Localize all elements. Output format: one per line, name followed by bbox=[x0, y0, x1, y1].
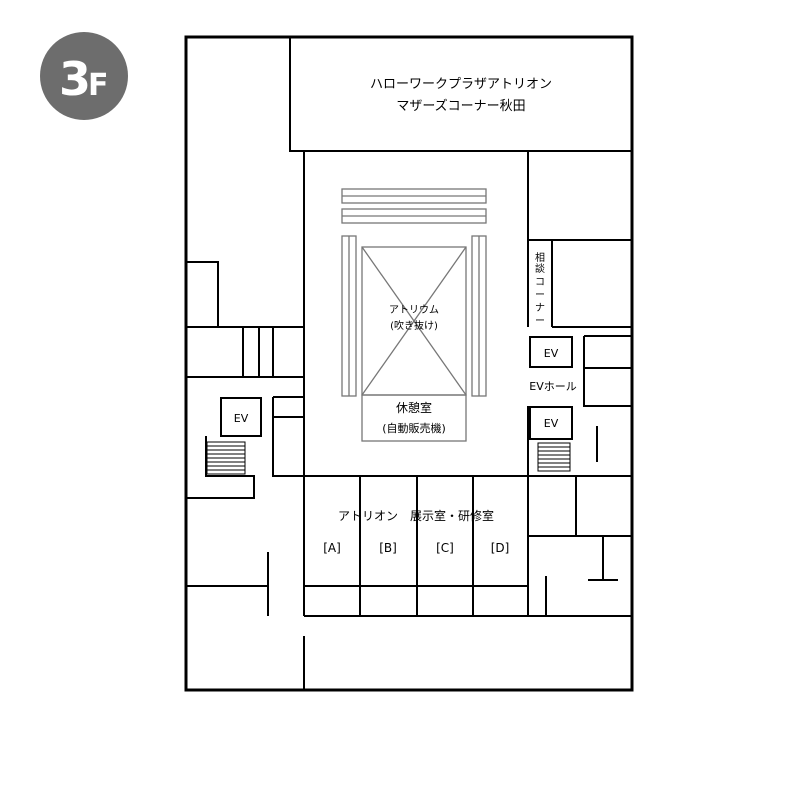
elevator-right-bottom-label: EV bbox=[544, 417, 559, 430]
lower-left-walls bbox=[186, 552, 305, 690]
escalators bbox=[341, 188, 487, 397]
atrium-label-2: (吹き抜け) bbox=[390, 319, 438, 332]
consult-char-6: ー bbox=[535, 316, 545, 327]
lounge-room bbox=[361, 394, 467, 442]
right-small-room bbox=[583, 335, 633, 407]
atrium: アトリウム (吹き抜け) bbox=[361, 246, 467, 396]
lounge: 休憩室 (自動販売機) bbox=[361, 394, 467, 442]
exhibition-rooms: アトリオン 展示室・研修室 [A] [B] [C] [D] bbox=[303, 476, 632, 617]
floor-suffix: F bbox=[88, 68, 109, 103]
right-elevator-area: EV EVホール EV bbox=[529, 336, 577, 472]
hello-work-wall bbox=[289, 37, 632, 152]
exhibition-room-b: [B] bbox=[379, 541, 397, 555]
lounge-label-2: (自動販売機) bbox=[382, 421, 446, 435]
left-stairs bbox=[206, 441, 246, 475]
left-wing-walls bbox=[186, 151, 305, 477]
lounge-label-1: 休憩室 bbox=[396, 400, 432, 415]
elevator-left-label: EV bbox=[234, 412, 249, 425]
floor-badge: 3 F bbox=[40, 32, 128, 120]
exhibition-title: アトリオン 展示室・研修室 bbox=[338, 508, 494, 523]
hello-work-label-2: マザーズコーナー秋田 bbox=[396, 98, 525, 114]
exhibition-room-c: [C] bbox=[436, 541, 454, 555]
lower-right-walls bbox=[528, 476, 632, 616]
left-elevator-area: EV bbox=[186, 397, 262, 499]
left-stair-wall bbox=[186, 436, 255, 499]
floor-number: 3 bbox=[59, 52, 91, 106]
elevator-right-top-label: EV bbox=[544, 347, 559, 360]
left-small-box bbox=[272, 396, 305, 418]
room-hello-work: ハローワークプラザアトリオン マザーズコーナー秋田 bbox=[289, 37, 632, 152]
exhibition-room-a: [A] bbox=[323, 541, 341, 555]
ev-hall-label: EVホール bbox=[529, 380, 576, 393]
outer-wall bbox=[184, 35, 634, 692]
consult-char-2: 談 bbox=[535, 262, 545, 275]
consult-char-3: コ bbox=[535, 277, 545, 288]
hello-work-label-1: ハローワークプラザアトリオン bbox=[370, 77, 552, 92]
atrium-label-1: アトリウム bbox=[389, 304, 439, 316]
consult-char-4: ー bbox=[535, 290, 545, 301]
floor-badge-circle bbox=[40, 32, 128, 120]
elevator-left bbox=[220, 397, 262, 437]
consult-char-5: ナ bbox=[535, 302, 545, 314]
right-wing-walls bbox=[527, 151, 633, 476]
left-alcove bbox=[186, 261, 219, 328]
consult-corner-label: 相 談 コ ー ナ ー bbox=[535, 251, 545, 327]
elevator-right-top bbox=[529, 336, 573, 368]
elevator-right-bottom bbox=[529, 406, 573, 440]
right-stairs bbox=[537, 442, 571, 472]
consult-char-1: 相 bbox=[535, 251, 545, 264]
left-room bbox=[186, 326, 305, 378]
exhibition-room-d: [D] bbox=[491, 541, 510, 555]
left-lower-wall bbox=[272, 417, 304, 477]
